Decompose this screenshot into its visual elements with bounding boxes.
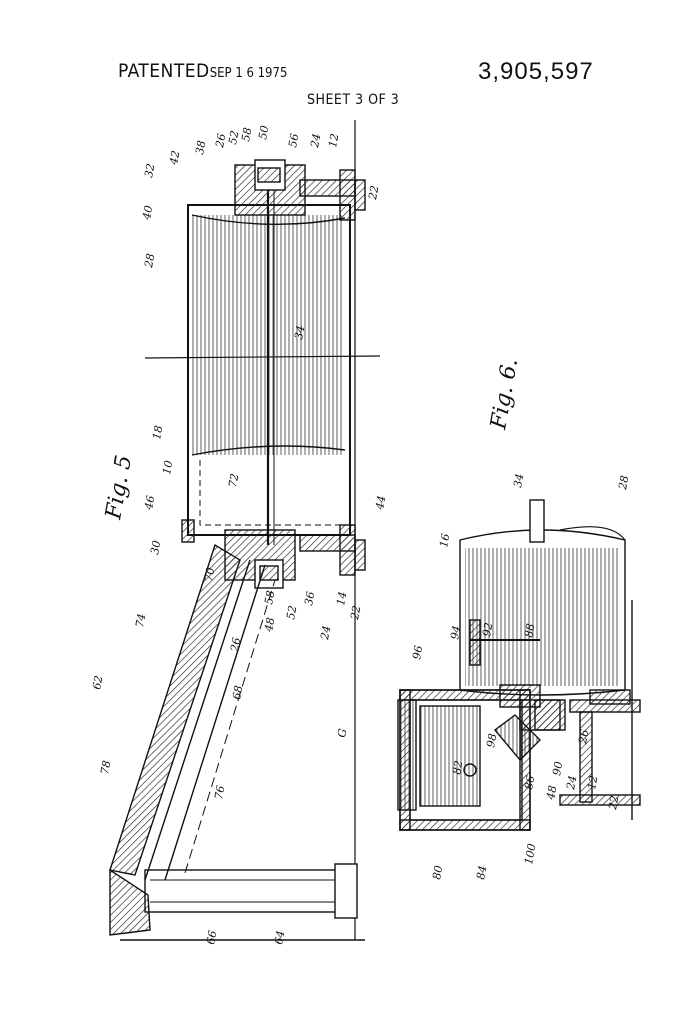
ref-G: G	[335, 727, 349, 738]
ref6-94: 94	[448, 624, 463, 640]
ref-74: 74	[133, 612, 148, 628]
sheet-number: SHEET 3 OF 3	[307, 92, 400, 108]
ref-24: 24	[308, 132, 323, 149]
ref-56: 56	[286, 132, 301, 148]
ref6-86: 86	[522, 774, 537, 790]
ref6-22: 22	[606, 794, 621, 811]
ref-10: 10	[160, 459, 175, 475]
ref-46: 46	[142, 494, 157, 511]
ref-38: 38	[193, 139, 208, 155]
ref-66: 66	[204, 929, 219, 945]
ref6-98: 98	[484, 732, 499, 748]
ref-52: 52	[226, 129, 241, 145]
ref6-92: 92	[480, 621, 495, 637]
ref-50: 50	[256, 124, 271, 140]
ref-30: 30	[148, 539, 163, 555]
ref-70: 70	[202, 566, 217, 582]
ref-12: 12	[326, 132, 341, 148]
ref6-88: 88	[522, 622, 537, 638]
ref-72: 72	[226, 472, 241, 488]
patent-number: 3,905,597	[478, 58, 594, 85]
ref6-34: 34	[511, 472, 526, 488]
ref-14: 14	[334, 590, 349, 606]
ref-40: 40	[140, 204, 155, 221]
ref-36: 36	[302, 590, 317, 606]
ref-18: 18	[150, 424, 165, 440]
patented-word: PATENTED	[118, 60, 210, 82]
ref-68: 68	[230, 684, 245, 700]
ref-26b: 26	[228, 636, 243, 653]
fig6-label: Fig. 6.	[486, 356, 523, 432]
ref6-24: 24	[564, 774, 579, 791]
ref-58b: 58	[262, 589, 277, 605]
ref-22: 22	[366, 184, 381, 201]
ref6-80: 80	[430, 864, 445, 880]
fig5-reference-numerals: 32 42 38 26 52 58 50 56 24 12 22 40 28 3…	[90, 124, 388, 945]
ref6-100: 100	[522, 843, 538, 866]
fig6-reference-numerals: 34 28 16 92 94 96 88 82 98 86 90 26 48 2…	[410, 472, 631, 880]
ref6-90: 90	[550, 760, 565, 776]
ref-24b: 24	[318, 624, 333, 641]
ref-62: 62	[90, 674, 105, 690]
ref-34: 34	[292, 324, 307, 340]
ref-76: 76	[212, 784, 227, 800]
figure-6	[397, 499, 641, 831]
ref6-28: 28	[616, 474, 631, 491]
ref-48: 48	[262, 616, 277, 633]
ref-32: 32	[142, 162, 157, 178]
ref6-84: 84	[474, 864, 489, 880]
ref-64: 64	[272, 929, 287, 945]
ref-28: 28	[142, 252, 157, 269]
ref6-12: 12	[585, 774, 600, 790]
patented-stamp: PATENTEDSEP 1 6 1975	[118, 60, 287, 82]
patented-date: SEP 1 6 1975	[209, 66, 288, 81]
ref-78: 78	[98, 759, 113, 775]
ref6-26: 26	[576, 728, 591, 745]
ref-22b: 22	[348, 604, 363, 621]
ref6-48: 48	[544, 784, 559, 801]
ref-26: 26	[213, 132, 228, 149]
ref6-82: 82	[450, 759, 465, 775]
ref-52b: 52	[284, 604, 299, 620]
fig5-label: Fig. 5	[101, 453, 137, 522]
ref6-96: 96	[410, 644, 425, 660]
ref6-16: 16	[437, 532, 452, 548]
ref-44: 44	[373, 494, 388, 511]
ref-42: 42	[167, 149, 182, 166]
ref-58: 58	[239, 126, 254, 142]
figure-5	[109, 120, 381, 941]
